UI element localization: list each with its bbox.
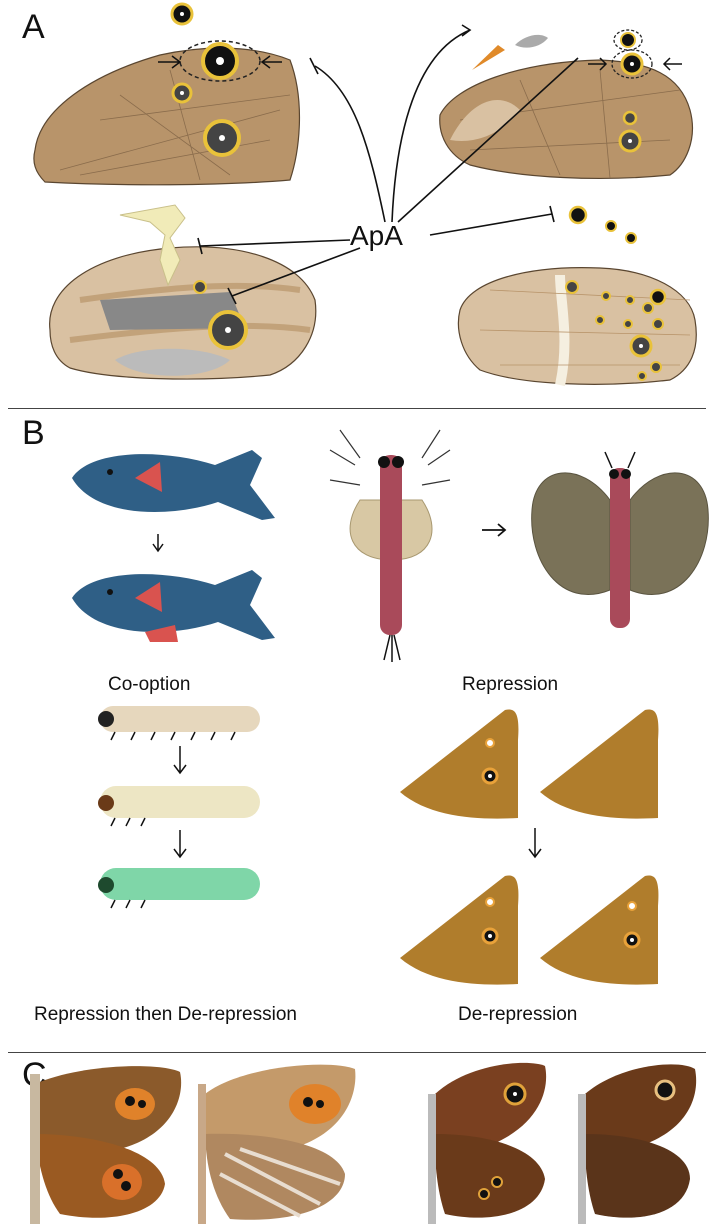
caption-repression: Repression [462, 674, 558, 696]
wing-icon [540, 876, 658, 985]
panel-a-diagram [0, 0, 714, 400]
butterfly-photo-icon [428, 1063, 546, 1224]
caption-derepression: De-repression [458, 1004, 577, 1026]
butterfly-photo-icon [578, 1064, 696, 1224]
wing-icon [440, 60, 693, 178]
eyespot-icon [570, 207, 636, 243]
wing-icon [34, 48, 300, 185]
fish-icon [72, 450, 275, 520]
mayfly-nymph-icon [330, 430, 450, 662]
divider-b-c [8, 1052, 706, 1053]
fish-icon [72, 570, 275, 642]
panel-c-photos [0, 1054, 714, 1224]
caterpillar-icon [98, 786, 260, 826]
caption-repression-then-derepression: Repression then De-repression [34, 1004, 297, 1026]
wing-icon [540, 710, 658, 819]
wing-icon [50, 247, 316, 379]
caterpillar-icon [98, 706, 260, 740]
panel-b-diagram [0, 410, 714, 1030]
butterfly-photo-icon [198, 1065, 355, 1224]
wing-icon [400, 876, 518, 985]
apa-label: ApA [350, 220, 403, 252]
butterfly-photo-icon [30, 1066, 181, 1224]
adult-insect-icon [532, 452, 709, 628]
wing-icon [458, 268, 696, 385]
wing-icon [400, 710, 518, 819]
caption-co-option: Co-option [108, 674, 190, 696]
divider-a-b [8, 408, 706, 409]
caterpillar-icon [98, 868, 260, 908]
